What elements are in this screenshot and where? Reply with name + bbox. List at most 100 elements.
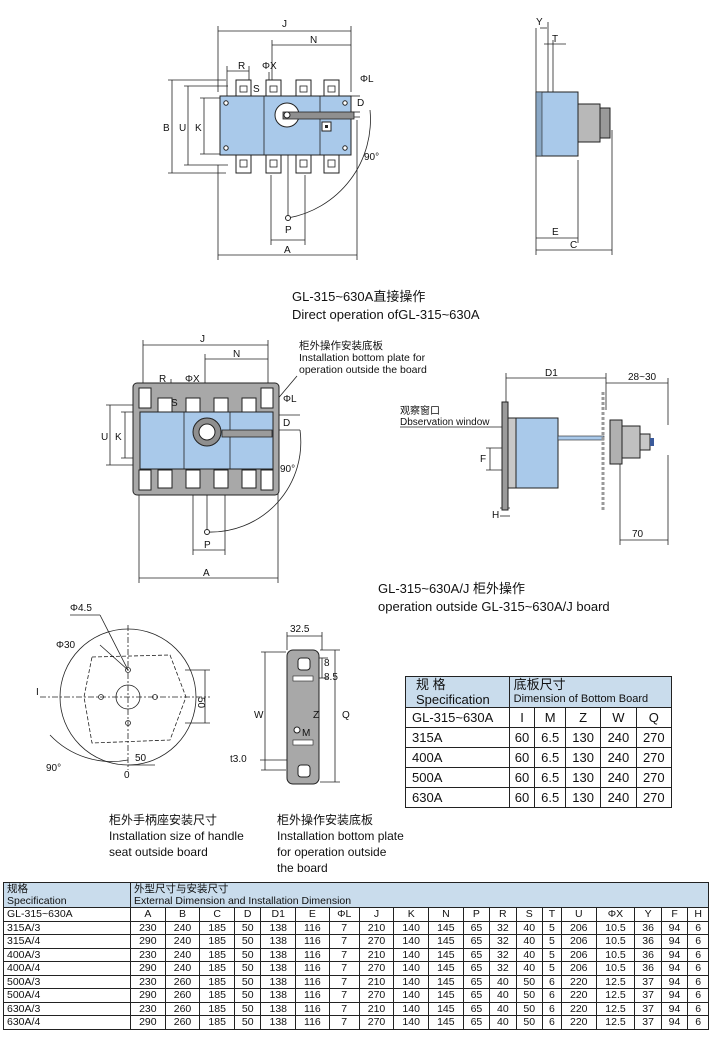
dim-cell: 6 <box>541 974 562 989</box>
dim-cell: 260 <box>164 988 201 1003</box>
dim-table-spec-cn: 规格 <box>7 883 28 895</box>
dim-cell: 145 <box>428 974 464 989</box>
dim-cell: 40 <box>515 934 543 949</box>
dim-cell: 12.5 <box>595 988 636 1003</box>
dim-cell: 40 <box>489 1015 517 1030</box>
fig4-caption-en2: for operation outside <box>277 845 387 859</box>
dim-cell: 290 <box>130 934 166 949</box>
dim-cell: 65 <box>462 920 491 935</box>
dim-cell: 10.5 <box>595 920 636 935</box>
board-column-header: I <box>508 707 536 728</box>
dim-table-spec-en: Specification <box>7 895 67 907</box>
fig3-caption-en1: Installation size of handle <box>109 829 244 843</box>
dim-cell: 220 <box>560 974 597 989</box>
dim-cell: 140 <box>393 988 430 1003</box>
dim-cell: 290 <box>130 961 166 976</box>
fig1-caption-en: Direct operation ofGL-315~630A <box>292 307 480 322</box>
dim-column-header: K <box>393 907 430 922</box>
fig4-Z: Z <box>313 710 319 721</box>
dim-cell: 6 <box>687 988 709 1003</box>
dim-cell: 6 <box>541 988 562 1003</box>
dim-cell: 220 <box>560 988 597 1003</box>
dim-column-header: J <box>358 907 395 922</box>
dim-cell: 65 <box>462 1001 491 1016</box>
dim-cell: 210 <box>358 947 395 962</box>
dim-cell: 290 <box>130 1015 166 1030</box>
fig1-drawing: J N R S ΦX ΦL B U K D P A 90° Y T E C <box>163 17 613 260</box>
dim-N: N <box>310 35 317 46</box>
dim-cell: 50 <box>234 920 262 935</box>
dim-cell: 32 <box>489 920 517 935</box>
dim-cell: 10.5 <box>595 947 636 962</box>
dim-K: K <box>195 123 202 134</box>
fig2-side-F: F <box>480 454 486 465</box>
dim-cell: 138 <box>260 961 297 976</box>
dim-cell: 37 <box>634 1015 662 1030</box>
dim-column-header: N <box>428 907 464 922</box>
dim-cell: 206 <box>560 947 597 962</box>
fig4-M: M <box>302 728 310 739</box>
dim-row-label: 500A/3 <box>3 974 131 989</box>
dim-cell: 50 <box>234 934 262 949</box>
dim-cell: 206 <box>560 961 597 976</box>
plate-note-cn: 柜外操作安装底板 <box>299 340 383 352</box>
dim-column-header: U <box>560 907 597 922</box>
dim-cell: 7 <box>328 974 360 989</box>
dim-cell: 145 <box>428 1001 464 1016</box>
dim-cell: 6 <box>541 1001 562 1016</box>
dim-cell: 140 <box>393 934 430 949</box>
board-dim-cn: 底板尺寸 <box>513 677 566 692</box>
board-row-label: 500A <box>405 767 510 788</box>
dim-cell: 116 <box>295 934 330 949</box>
fig2-dim-D: D <box>283 418 290 429</box>
dim-cell: 50 <box>515 974 543 989</box>
dim-cell: 50 <box>234 947 262 962</box>
dim-cell: 50 <box>234 1015 262 1030</box>
dim-D: D <box>357 98 364 109</box>
dim-cell: 36 <box>634 961 662 976</box>
fig4-caption-en3: the board <box>277 861 328 875</box>
dim-cell: 116 <box>295 947 330 962</box>
dim-column-header: R <box>489 907 517 922</box>
dim-cell: 10.5 <box>595 934 636 949</box>
fig2-dim-phil: ΦL <box>283 394 297 405</box>
dim-cell: 230 <box>130 1001 166 1016</box>
dim-cell: 185 <box>199 961 236 976</box>
dim-cell: 116 <box>295 961 330 976</box>
dim-cell: 32 <box>489 961 517 976</box>
fig2-dim-N: N <box>233 349 240 360</box>
fig4-W: W <box>254 710 264 721</box>
plate-note: 柜外操作安装底板 Installation bottom plate for o… <box>299 340 427 376</box>
plate-note-en1: Installation bottom plate for <box>299 352 426 364</box>
dim-cell: 40 <box>515 947 543 962</box>
dim-cell: 7 <box>328 934 360 949</box>
dim-cell: 65 <box>462 974 491 989</box>
dim-S: S <box>253 84 260 95</box>
dim-J: J <box>282 19 287 30</box>
dim-cell: 94 <box>660 988 689 1003</box>
dim-cell: 5 <box>541 961 562 976</box>
dim-cell: 50 <box>234 961 262 976</box>
dim-table-dim-en: External Dimension and Installation Dime… <box>134 895 352 907</box>
dim-cell: 260 <box>164 974 201 989</box>
dim-cell: 145 <box>428 920 464 935</box>
fig2-dim-S: S <box>171 398 178 409</box>
dim-cell: 94 <box>660 934 689 949</box>
board-cell: 130 <box>564 767 602 788</box>
dim-cell: 36 <box>634 934 662 949</box>
fig3-phi45: Φ4.5 <box>70 603 92 614</box>
dim-column-header: ΦL <box>328 907 360 922</box>
dim-column-header: D <box>234 907 262 922</box>
board-cell: 130 <box>564 727 602 748</box>
dim-cell: 240 <box>164 961 201 976</box>
dim-cell: 145 <box>428 988 464 1003</box>
dim-cell: 7 <box>328 947 360 962</box>
board-cell: 240 <box>600 767 637 788</box>
side-T: T <box>552 34 558 45</box>
fig4-caption-en1: Installation bottom plate <box>277 829 404 843</box>
